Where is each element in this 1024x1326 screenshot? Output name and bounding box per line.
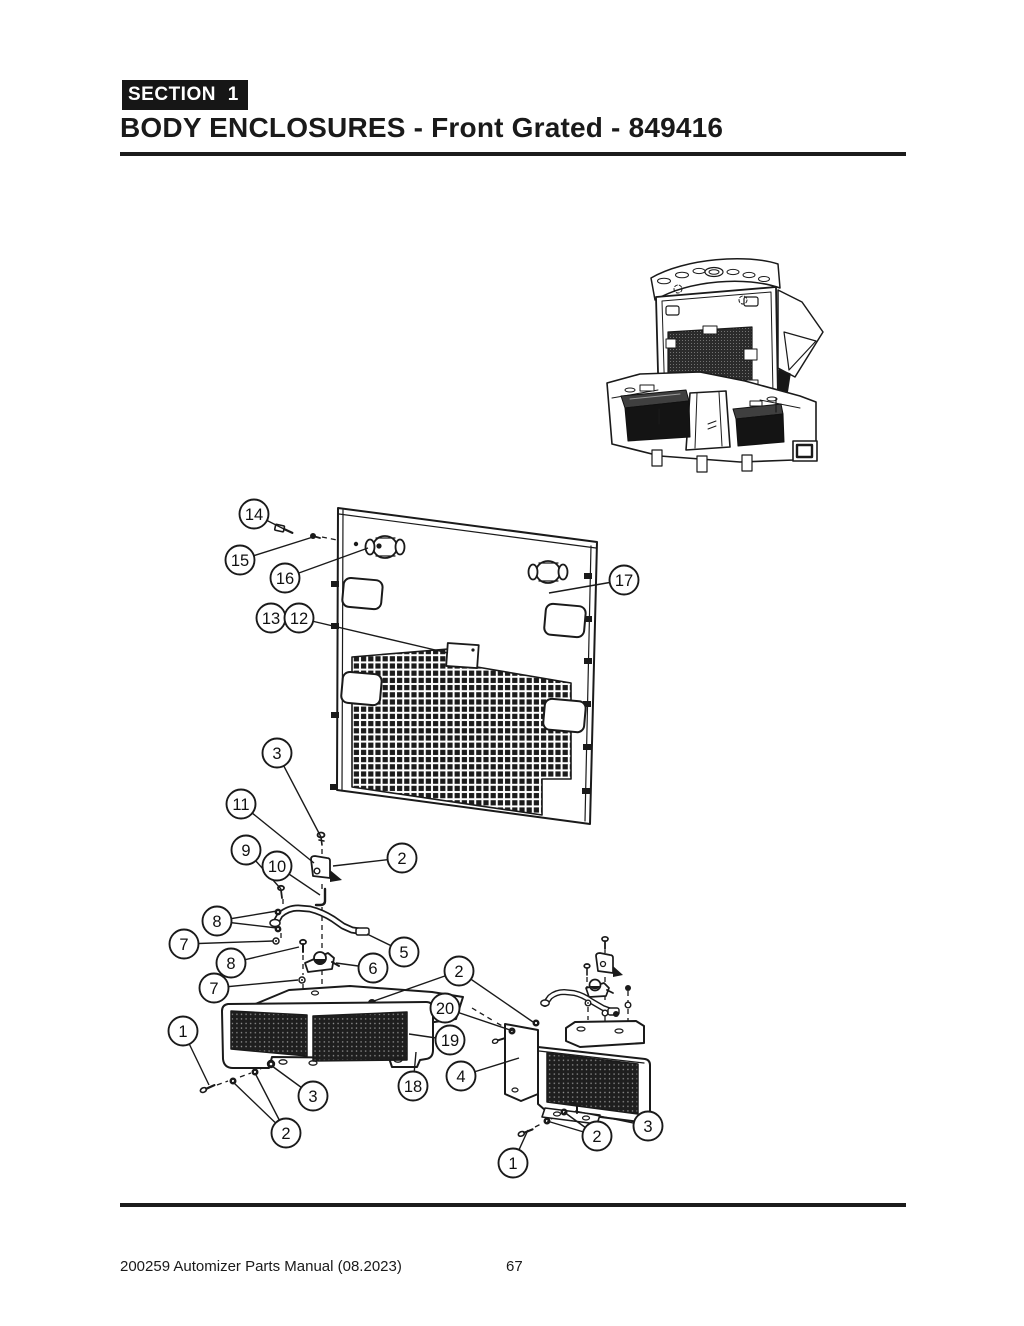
bracket-right <box>595 952 623 977</box>
panel-center-tab <box>445 642 480 669</box>
callout-balloon-8 <box>215 947 247 979</box>
callout-balloon-14 <box>238 498 270 530</box>
side-plate-4 <box>504 1023 539 1102</box>
callout-label-7: 7 <box>209 980 218 998</box>
handle-5 <box>269 904 370 936</box>
right-latch-hardware <box>540 935 632 1017</box>
callout-label-1: 1 <box>178 1023 187 1041</box>
callout-balloon-2 <box>581 1120 613 1152</box>
callout-label-16: 16 <box>276 570 294 588</box>
callout-balloon-20 <box>429 992 461 1024</box>
page-number: 67 <box>506 1258 523 1275</box>
right-mount-plate <box>565 1020 645 1048</box>
hook-10 <box>314 887 327 907</box>
callout-label-17: 17 <box>615 572 633 590</box>
callout-balloon-3 <box>297 1080 329 1112</box>
callout-label-15: 15 <box>231 552 249 570</box>
callout-balloon-9 <box>230 834 262 866</box>
callout-label-10: 10 <box>268 858 286 876</box>
callout-label-8: 8 <box>226 955 235 973</box>
callout-label-19: 19 <box>441 1032 459 1050</box>
callout-label-8: 8 <box>212 913 221 931</box>
callout-balloon-2 <box>386 842 418 874</box>
callout-balloon-19 <box>434 1024 466 1056</box>
callout-label-4: 4 <box>456 1068 465 1086</box>
callout-balloon-1 <box>497 1147 529 1179</box>
callout-balloon-2 <box>443 955 475 987</box>
callout-label-7: 7 <box>179 936 188 954</box>
left-latch-hardware <box>269 831 370 984</box>
section-badge: SECTION 1 <box>122 80 248 110</box>
front-panel <box>330 507 598 825</box>
callout-label-6: 6 <box>368 960 377 978</box>
callout-balloon-1 <box>167 1015 199 1047</box>
header-rule <box>120 152 906 156</box>
callout-label-18: 18 <box>404 1078 422 1096</box>
bolt-8-latch <box>299 938 307 953</box>
right-grate-face <box>546 1052 639 1115</box>
right-box-assembly <box>491 1019 651 1125</box>
callout-balloon-7 <box>198 972 230 1004</box>
callout-label-14: 14 <box>245 506 263 524</box>
assembled-right-box <box>732 400 785 447</box>
callout-label-1: 1 <box>508 1155 517 1173</box>
panel-latch <box>353 535 406 559</box>
callout-balloon-3 <box>632 1110 664 1142</box>
panel-mount-screws <box>273 523 321 539</box>
callout-balloon-11 <box>225 788 257 820</box>
bracket-11 <box>310 855 342 882</box>
callout-label-3: 3 <box>272 745 281 763</box>
leader-line-12 <box>298 617 449 654</box>
handle-right <box>540 989 620 1016</box>
callout-label-12: 12 <box>290 610 308 628</box>
assembled-view-illustration <box>606 257 824 473</box>
left-box-assembly <box>221 1001 434 1069</box>
callout-balloon-17 <box>608 564 640 596</box>
manual-reference: 200259 Automizer Parts Manual (08.2023) <box>120 1258 402 1275</box>
page-title: BODY ENCLOSURES - Front Grated - 849416 <box>120 112 724 143</box>
callout-label-11: 11 <box>232 796 249 814</box>
callout-balloon-8 <box>201 905 233 937</box>
callout-balloon-3 <box>261 737 293 769</box>
footer-rule <box>120 1203 906 1207</box>
callout-balloon-5 <box>388 936 420 968</box>
leader-line-3 <box>276 752 322 838</box>
callout-balloon-15 <box>224 544 256 576</box>
callout-label-2: 2 <box>281 1125 290 1143</box>
callout-label-3: 3 <box>308 1088 317 1106</box>
callout-label-2: 2 <box>397 850 406 868</box>
callout-label-13: 13 <box>262 610 280 628</box>
screw-2-right <box>601 935 609 950</box>
callout-balloon-18 <box>397 1070 429 1102</box>
callout-balloon-10 <box>261 850 293 882</box>
assembled-left-box <box>620 384 691 442</box>
latch-right <box>585 978 614 998</box>
left-grate-face-a <box>230 1010 308 1057</box>
callout-label-20: 20 <box>436 1000 454 1018</box>
hook-3-right <box>568 1102 578 1114</box>
callout-label-2: 2 <box>454 963 463 981</box>
callout-balloon-12 <box>283 602 315 634</box>
callout-balloon-4 <box>445 1060 477 1092</box>
callout-balloon-6 <box>357 952 389 984</box>
screw-3 <box>316 831 326 846</box>
latch-6 <box>304 951 340 973</box>
callout-label-9: 9 <box>241 842 250 860</box>
callout-label-5: 5 <box>399 944 408 962</box>
panel-handle-cutout <box>340 576 587 734</box>
callout-label-2: 2 <box>592 1128 601 1146</box>
left-grate-face-b <box>312 1011 408 1062</box>
leader-line-11 <box>240 803 315 864</box>
screw-20-target <box>491 1037 506 1045</box>
callout-label-3: 3 <box>643 1118 652 1136</box>
callout-balloon-16 <box>269 562 301 594</box>
callout-balloon-2 <box>270 1117 302 1149</box>
callout-balloon-7 <box>168 928 200 960</box>
screw-right-small <box>583 963 591 976</box>
panel-latch-right <box>527 560 569 584</box>
